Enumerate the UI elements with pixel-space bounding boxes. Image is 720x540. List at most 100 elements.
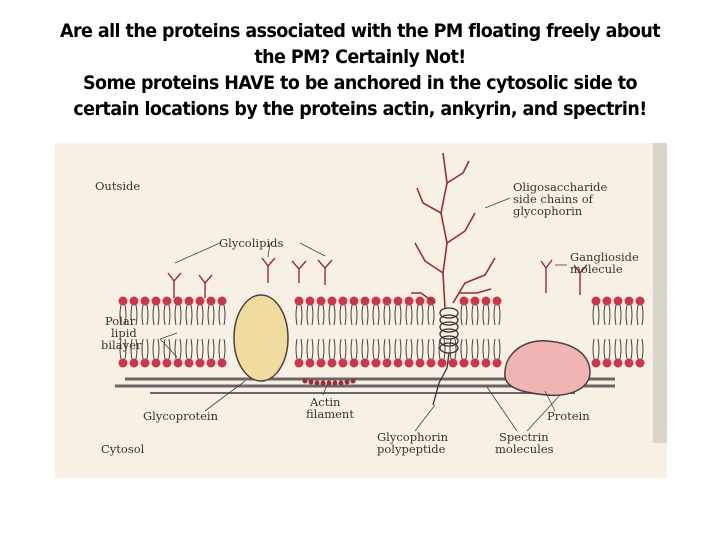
lipid-head <box>371 358 381 368</box>
lipid-head <box>492 358 502 368</box>
lipid-head <box>316 296 326 306</box>
lipid-tail <box>196 304 204 326</box>
lipid-head <box>162 358 172 368</box>
title-line-3: Some proteins HAVE to be anchored in the… <box>82 72 638 94</box>
lipid-tail <box>383 304 391 326</box>
label-glycophorin-2: polypeptide <box>377 442 446 456</box>
label-cytosol: Cytosol <box>101 442 145 456</box>
lipid-head <box>338 296 348 306</box>
lipid-tail <box>317 304 325 326</box>
lipid-tail <box>603 338 611 360</box>
lipid-tail <box>427 304 435 326</box>
lipid-tail <box>306 338 314 360</box>
lipid-tail <box>119 304 127 326</box>
lipid-tail <box>460 338 468 360</box>
lipid-head <box>470 296 480 306</box>
lipid-head <box>360 296 370 306</box>
lipid-tail <box>350 338 358 360</box>
membrane-svg: Outside Oligosaccharide side chains of g… <box>95 143 667 456</box>
lipid-head <box>349 358 359 368</box>
membrane-diagram: Outside Oligosaccharide side chains of g… <box>55 143 667 478</box>
lipid-tail <box>625 338 633 360</box>
lipid-head <box>294 358 304 368</box>
actin-bead <box>302 378 308 384</box>
lipid-tail <box>405 304 413 326</box>
lipid-head <box>151 358 161 368</box>
lipid-head <box>162 296 172 306</box>
lipid-tail <box>471 338 479 360</box>
lipid-head <box>316 358 326 368</box>
label-oligosaccharide-3: glycophorin <box>513 204 583 218</box>
lipid-head <box>437 358 447 368</box>
lipid-tail <box>482 338 490 360</box>
lipid-head <box>195 358 205 368</box>
actin-bead <box>332 380 338 386</box>
lipid-head <box>470 358 480 368</box>
lipid-head <box>393 358 403 368</box>
lipid-tail <box>328 304 336 326</box>
actin-chain <box>302 378 356 386</box>
lipid-head <box>602 296 612 306</box>
lipid-head <box>327 358 337 368</box>
label-glycoprotein: Glycoprotein <box>143 409 219 423</box>
slide-title: Are all the proteins associated with the… <box>29 18 691 122</box>
lipid-head <box>404 296 414 306</box>
lipid-head <box>206 358 216 368</box>
actin-bead <box>338 380 344 386</box>
label-ganglioside-1: Ganglioside <box>570 250 639 264</box>
lipid-tail <box>449 338 457 360</box>
lipid-head <box>382 296 392 306</box>
title-line-1: Are all the proteins associated with the… <box>59 20 661 42</box>
actin-bead <box>344 379 350 385</box>
glycoprotein-shape <box>233 294 289 382</box>
lipid-head <box>404 358 414 368</box>
lipid-head <box>118 296 128 306</box>
lipid-tail <box>218 304 226 326</box>
lipid-tail <box>592 338 600 360</box>
actin-bead <box>314 380 320 386</box>
lipid-tail <box>141 338 149 360</box>
lipid-head <box>492 296 502 306</box>
lipid-tail <box>625 304 633 326</box>
lipid-head <box>305 358 315 368</box>
lipid-head <box>195 296 205 306</box>
lipid-head <box>360 358 370 368</box>
label-spectrin-1: Spectrin <box>499 430 549 444</box>
protein-shape <box>504 340 591 397</box>
lipid-head <box>349 296 359 306</box>
lipid-head <box>459 296 469 306</box>
lipid-tail <box>372 304 380 326</box>
title-line-4: certain locations by the proteins actin,… <box>73 98 647 120</box>
lipid-head <box>624 296 634 306</box>
lipid-tail <box>383 338 391 360</box>
lipid-head <box>624 358 634 368</box>
lipid-head <box>140 296 150 306</box>
lipid-tail <box>493 304 501 326</box>
lipid-tail <box>372 338 380 360</box>
leader-lines <box>159 197 567 432</box>
lipid-head <box>217 358 227 368</box>
lipid-head <box>426 358 436 368</box>
lipid-tail <box>394 304 402 326</box>
lipid-head <box>602 358 612 368</box>
lipid-head <box>415 358 425 368</box>
lipid-head <box>591 358 601 368</box>
lipid-head <box>129 296 139 306</box>
label-oligosaccharide-1: Oligosaccharide <box>513 180 608 194</box>
lipid-head <box>459 358 469 368</box>
label-polar-1: Polar <box>105 314 136 328</box>
lipid-tail <box>361 338 369 360</box>
label-polar-2: lipid <box>111 326 137 340</box>
label-polar-3: bilayer <box>101 338 142 352</box>
scan-edge <box>653 143 667 443</box>
lipid-head <box>591 296 601 306</box>
label-actin-2: filament <box>306 407 354 421</box>
lipid-tail <box>592 304 600 326</box>
lipid-head <box>173 358 183 368</box>
lipid-head <box>118 358 128 368</box>
actin-bead <box>308 379 314 385</box>
lipid-tail <box>427 338 435 360</box>
lipid-tail <box>339 338 347 360</box>
lipid-head <box>173 296 183 306</box>
lipid-head <box>635 358 645 368</box>
